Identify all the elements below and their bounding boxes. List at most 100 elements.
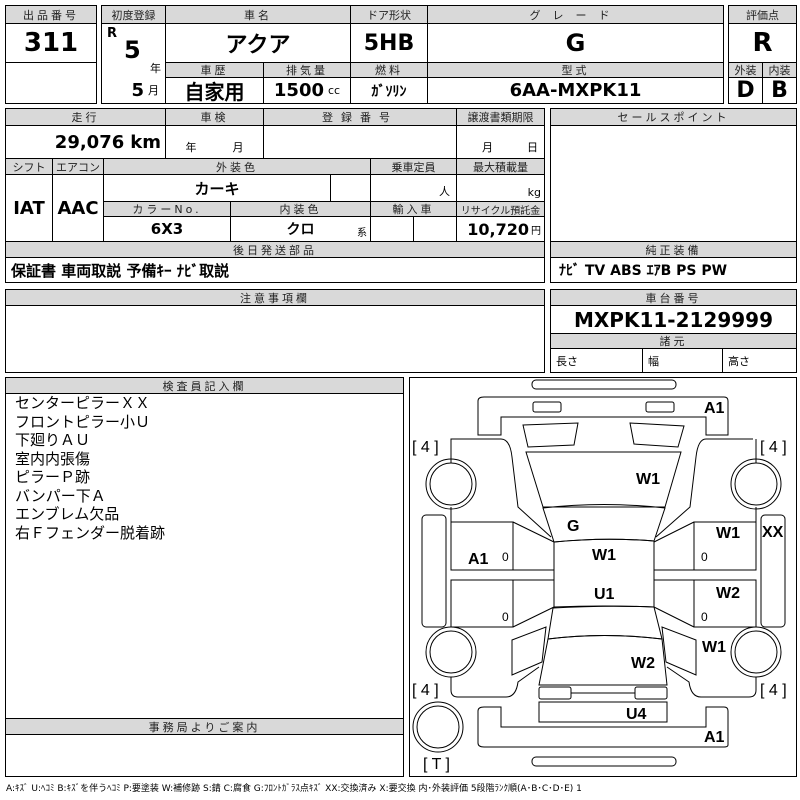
tire-rear-left: [ 4 ] <box>412 682 439 699</box>
inspection-cell: 年月 <box>165 125 264 159</box>
mark-windshield: G <box>567 518 580 535</box>
mark-zero: 0 <box>502 550 509 564</box>
mark-right-rear-fender: W1 <box>702 639 726 656</box>
capacity: 人 <box>370 174 457 202</box>
mark-trunk: W2 <box>631 655 655 672</box>
int-color-unit: 系 <box>357 228 367 239</box>
chassis-header: 車台番号 <box>550 289 797 306</box>
mark-roof: W1 <box>592 547 616 564</box>
capacity-header: 乗車定員 <box>370 158 457 175</box>
int-score-header: 内装 <box>762 62 797 78</box>
score-header: 評価点 <box>728 5 797 24</box>
month-unit: 月 <box>148 84 159 97</box>
equipment-header: 純正装備 <box>550 241 797 258</box>
mark-rear-panel: U4 <box>626 706 647 723</box>
mark-zero: 0 <box>701 550 708 564</box>
legend: A:ｷｽﾞ U:ﾍｺﾐ B:ｷｽﾞを伴うﾍｺﾐ P:要塗装 W:補修跡 S:錆 … <box>6 784 582 794</box>
transfer-day-unit: 日 <box>527 141 538 154</box>
note-line: フロントピラー小Ｕ <box>15 412 151 431</box>
tire-front-right: [ 4 ] <box>760 439 787 456</box>
mark-hood: W1 <box>636 471 660 488</box>
displacement-cell: 1500 cc <box>263 77 351 104</box>
mark-right-rear-door: W2 <box>716 585 740 602</box>
spare-tire: [ T ] <box>423 756 450 773</box>
parts: 保証書 車両取説 予備ｷｰ ﾅﾋﾞ取説 <box>5 257 545 283</box>
inspector-header: 検査員記入欄 <box>5 377 404 394</box>
recycle-header: リサイクル預託金 <box>456 201 545 217</box>
int-color-cell: クロ系 <box>230 216 371 242</box>
note-line: エンブレム欠品 <box>15 505 120 523</box>
first-reg-year-cell: R 5 年 <box>101 23 166 78</box>
mark-rear-bumper: A1 <box>704 729 725 746</box>
int-score: B <box>762 77 797 104</box>
note-line: 下廻りＡＵ <box>15 431 91 449</box>
import-header: 輸入車 <box>370 201 457 217</box>
grade-header: グレード <box>427 5 724 24</box>
caution-header: 注意事項欄 <box>5 289 545 306</box>
max-load-header: 最大積載量 <box>456 158 545 175</box>
car-name-header: 車名 <box>165 5 351 24</box>
year-unit: 年 <box>150 62 161 75</box>
first-reg-header: 初度登録 <box>101 5 166 24</box>
spec-height: 高さ <box>722 348 797 373</box>
mark-zero: 0 <box>701 610 708 624</box>
max-load: kg <box>456 174 545 202</box>
ac-header: エアコン <box>52 158 104 175</box>
ext-score: D <box>728 77 763 104</box>
reg-year: 5 <box>124 36 141 64</box>
office-notes <box>5 734 404 777</box>
inspection-month-unit: 月 <box>232 141 244 154</box>
mark-roof-rear: U1 <box>594 586 615 603</box>
damage-diagram: A1 [ 4 ] [ 4 ] W1 G W1 U1 A1 0 0 0 0 W1 … <box>409 377 797 777</box>
transfer-header: 譲渡書類期限 <box>456 108 545 126</box>
mark-right-pillar: XX <box>762 524 784 541</box>
chassis-number: MXPK11-2129999 <box>550 305 797 334</box>
parts-header: 後日発送部品 <box>5 241 545 258</box>
shift: IAT <box>5 174 53 242</box>
score: R <box>728 23 797 63</box>
car-outline <box>412 379 786 767</box>
fuel-header: 燃料 <box>350 62 428 78</box>
transfer-cell: 月日 <box>456 125 545 159</box>
ext-color-header: 外装色 <box>103 158 371 175</box>
office-header: 事務局よりご案内 <box>5 718 404 735</box>
ac: AAC <box>52 174 104 242</box>
spec-length: 長さ <box>550 348 643 373</box>
note-line: 室内内張傷 <box>15 449 91 468</box>
int-color-header: 内装色 <box>230 201 371 217</box>
lot-header: 出品番号 <box>5 5 97 24</box>
mileage-header: 走行 <box>5 108 166 126</box>
ext-score-header: 外装 <box>728 62 763 78</box>
note-line: センターピラーＸＸ <box>15 394 151 412</box>
car-name: アクア <box>165 23 351 63</box>
inspection-header: 車検 <box>165 108 264 126</box>
reg-no <box>263 125 457 159</box>
door-header: ドア形状 <box>350 5 428 24</box>
ext-color-blank <box>330 174 371 202</box>
lot-blank <box>5 62 97 104</box>
spec-width: 幅 <box>642 348 723 373</box>
history: 自家用 <box>165 77 264 104</box>
note-line: ピラーＰ跡 <box>15 468 91 486</box>
mileage: 29,076 <box>54 131 125 153</box>
history-header: 車歴 <box>165 62 264 78</box>
model-header: 型式 <box>427 62 724 78</box>
import-cell-1 <box>370 216 414 242</box>
ext-color: カーキ <box>103 174 331 202</box>
reg-month: 5 <box>131 79 144 101</box>
note-line: 右Ｆフェンダー脱着跡 <box>15 523 166 542</box>
fuel: ｶﾞｿﾘﾝ <box>350 77 428 104</box>
yen-unit: 円 <box>531 225 541 237</box>
color-no-header: カラーNo. <box>103 201 231 217</box>
color-no: 6X3 <box>103 216 231 242</box>
displacement: 1500 <box>273 80 324 101</box>
tire-front-left: [ 4 ] <box>412 439 439 456</box>
sales-point <box>550 125 797 242</box>
equipment: ﾅﾋﾞ TV ABS ｴｱB PS PW <box>550 257 797 283</box>
caution <box>5 305 545 373</box>
cc-unit: cc <box>328 84 341 97</box>
era: R <box>107 26 118 41</box>
